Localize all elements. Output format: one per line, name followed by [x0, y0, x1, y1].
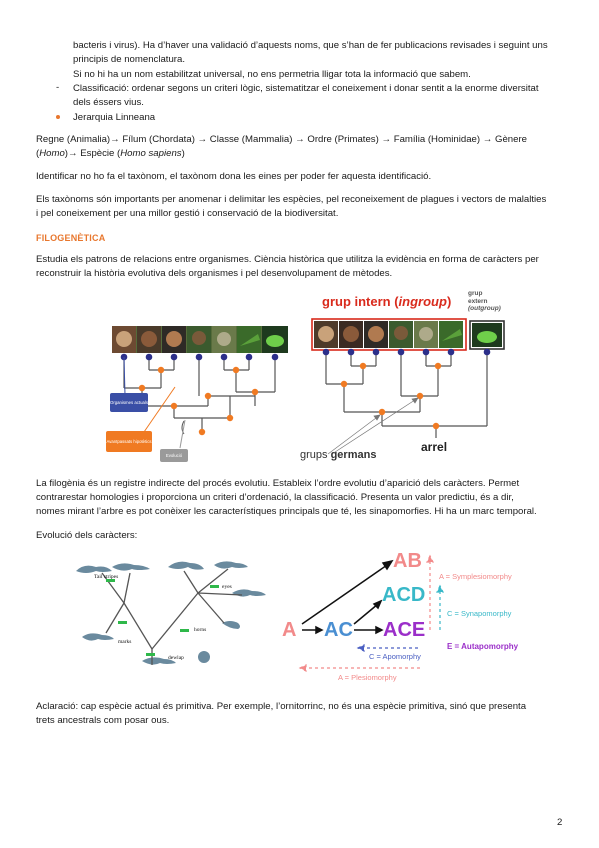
- tip-nodes: [120, 353, 279, 361]
- classification-line-1: Classificació: ordenar segons un criteri…: [73, 83, 539, 94]
- importance-line-1: Els taxònoms són importants per anomenar…: [36, 194, 547, 205]
- outgroup-line-1: grup: [468, 290, 483, 297]
- outgroup-line-2: extern: [468, 297, 488, 305]
- character-tree-branches: [101, 568, 243, 665]
- genus-name: Homo: [39, 148, 65, 159]
- linnean-paren-close: ): [181, 148, 185, 159]
- nomenclature-line-1: bacteris i virus). Ha d’haver una valida…: [73, 40, 548, 51]
- character-marks: [106, 579, 219, 656]
- state-ACD: ACD: [382, 584, 426, 606]
- plesiomorphy-label: A = Plesiomorphy: [338, 673, 397, 682]
- trait-horns: horns: [194, 627, 207, 633]
- state-A: A: [282, 619, 297, 641]
- linnean-line-2: (Homo)→ Espècie (Homo sapiens): [36, 147, 185, 161]
- clarification-line-1: Aclaració: cap espècie actual és primiti…: [36, 701, 527, 712]
- clarification-line-2: trets ancestrals com posar ous.: [36, 715, 170, 726]
- state-ACE: ACE: [383, 619, 426, 641]
- organism-photo-strip: [112, 326, 288, 353]
- autapomorphy-label: E = Autapomorphy: [447, 642, 519, 651]
- plesiomorphy-arrow: [298, 664, 420, 672]
- organism-photo-strip-2: [314, 320, 505, 350]
- sister-groups-label: grups germans: [300, 449, 376, 461]
- outgroup-label: grup extern (outgroup): [468, 290, 501, 313]
- ancestor-nodes: [138, 366, 259, 436]
- dash-bullet: -: [56, 82, 60, 93]
- phylo-text-line-2: contrarestar homologies i proporciona un…: [36, 492, 514, 503]
- trait-eyes: eyes: [222, 584, 232, 590]
- importance-line-2: i pel coneixement per una millor gestió …: [36, 208, 339, 219]
- legend-box-current-organisms: Organismes actuals: [110, 393, 148, 412]
- orange-bullet: [56, 115, 60, 119]
- sister-groups-bold: germans: [330, 449, 377, 461]
- sister-groups-word: grups: [300, 449, 331, 461]
- trait-tail-stripes: Tail stripes: [94, 574, 119, 580]
- nomenclature-line-3: Si no hi ha un nom estabilitzat universa…: [73, 69, 471, 80]
- sister-group-arrows: [327, 397, 419, 455]
- species-name: Homo sapiens: [120, 148, 182, 159]
- ingroup-frame: [311, 318, 467, 351]
- phylo-text-line-3: nomes mirant l’arbre es pot conèixer les…: [36, 506, 537, 517]
- phylogeny-figure-ingroup: [311, 318, 505, 455]
- character-evolution-label: Evolució dels caràcters:: [36, 530, 138, 541]
- trait-marks: marks: [118, 639, 132, 645]
- figure2-title: grup intern (ingroup): [322, 294, 451, 309]
- legend-ancestors-label: Avantpassats hipotètics: [106, 439, 152, 444]
- classification-line-2: dels éssers vius.: [73, 97, 144, 108]
- apomorphy-label: C = Apomorphy: [369, 652, 421, 661]
- tip-nodes-2: [322, 348, 491, 356]
- ingroup-title-italic: ingroup: [398, 294, 447, 309]
- legend-evolution-label: Evolució: [165, 453, 183, 458]
- linnean-line-1: Regne (Animalia)→ Fílum (Chordata) → Cla…: [36, 134, 528, 145]
- state-AC: AC: [324, 619, 353, 641]
- legend-connectors: [123, 356, 186, 449]
- phylogeny-figure-tree: [112, 326, 288, 436]
- root-label: arrel: [421, 440, 448, 454]
- linnean-paren-open: (: [36, 148, 40, 159]
- symplesiomorphy-label: A = Symplesiomorphy: [439, 572, 512, 581]
- page-number: 2: [557, 817, 563, 828]
- ingroup-title-a: grup intern (: [322, 294, 399, 309]
- phylo-text-line-1: La filogènia és un registre indirecte de…: [36, 478, 520, 489]
- outgroup-line-3: (outgroup): [468, 305, 501, 312]
- ingroup-title-c: ): [446, 294, 452, 309]
- legend-box-ancestors: Avantpassats hipotètics: [106, 431, 152, 452]
- synapomorphy-label: C = Synapomorphy: [447, 609, 512, 618]
- linnean-arrow-species: )→ Espècie (: [64, 148, 121, 159]
- apomorphy-arrow: [356, 644, 418, 652]
- nomenclature-line-2: principis de nomenclatura.: [73, 54, 185, 65]
- hierarchy-bullet: Jerarquia Linneana: [73, 112, 156, 123]
- phylo-intro-line-1: Estudia els patrons de relacions entre o…: [36, 254, 539, 265]
- section-heading-phylogenetics: FILOGENÈTICA: [36, 233, 106, 243]
- tree-branches-2: [325, 352, 488, 438]
- character-tree-figure: [76, 561, 266, 665]
- character-states-arrows: [298, 554, 444, 672]
- legend-current-label: Organismes actuals: [110, 400, 148, 405]
- identify-text: Identificar no ho fa el taxònom, el taxò…: [36, 171, 432, 182]
- symplesiomorphy-arrow: [426, 554, 434, 630]
- state-AB: AB: [393, 550, 422, 572]
- phylo-intro-line-2: reconstruir la història evolutiva dels o…: [36, 268, 393, 279]
- legend-box-evolution: Evolució: [160, 449, 188, 462]
- trait-dewlap: dewlap: [168, 655, 184, 661]
- ancestor-nodes-2: [340, 362, 442, 430]
- evolution-bracket: [181, 420, 185, 435]
- synapomorphy-arrow: [436, 584, 444, 630]
